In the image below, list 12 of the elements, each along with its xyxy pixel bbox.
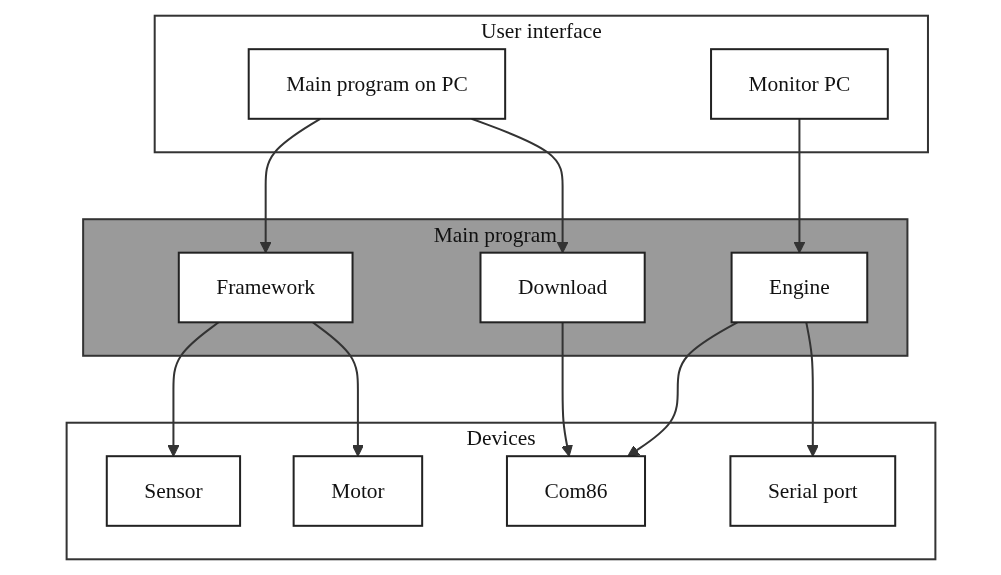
arrow (804, 322, 819, 457)
node-box: Com86 (505, 455, 646, 527)
node-box: Monitor PC (709, 48, 889, 120)
node-box: Serial port (728, 455, 896, 527)
node-box: Download (479, 251, 646, 324)
node-box: Framework (177, 251, 354, 324)
node-box: Main program on PC (247, 48, 506, 120)
arrow (626, 321, 738, 457)
arrow (560, 322, 573, 457)
node-box: Motor (292, 455, 423, 527)
node-box: Engine (730, 251, 868, 324)
node-box: Sensor (105, 455, 241, 527)
